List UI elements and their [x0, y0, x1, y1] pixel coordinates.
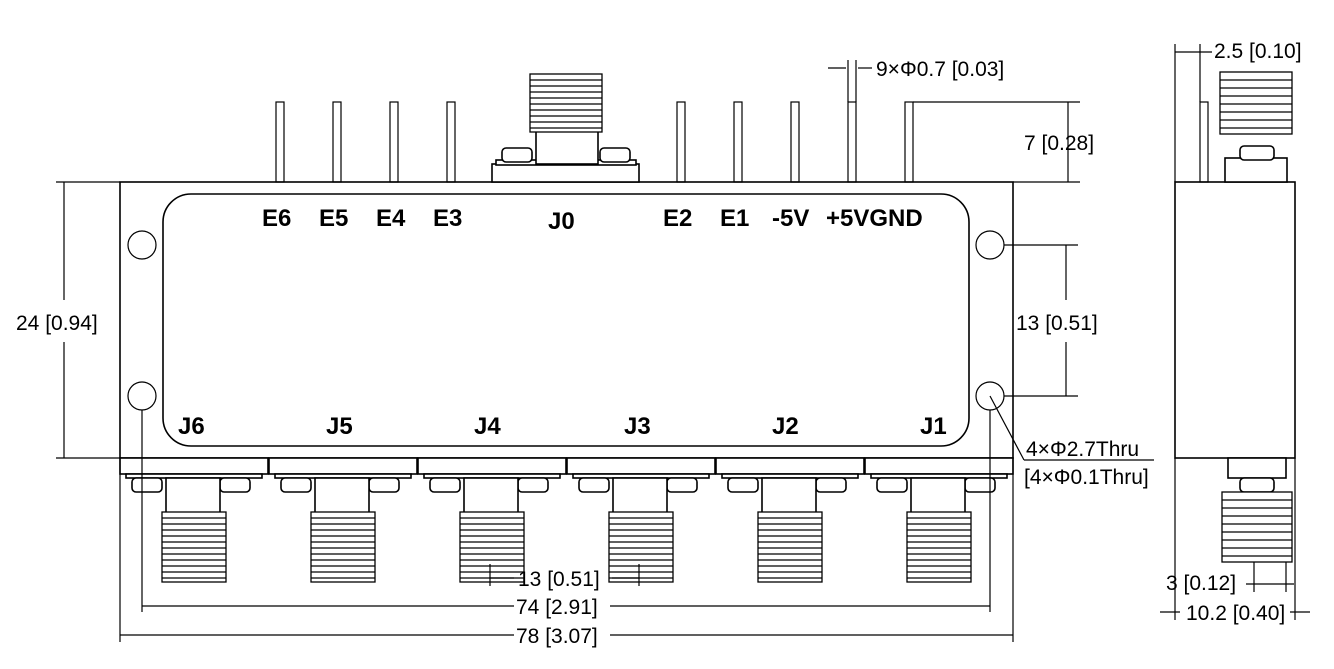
- dim-text-hole-dia-1: 4×Φ2.7Thru: [1026, 438, 1139, 461]
- dim-body-height: 24 [0.94]: [16, 181, 120, 459]
- connector-j0: [491, 73, 640, 183]
- port-label-j1: J1: [920, 413, 947, 440]
- connector-j2: [715, 457, 865, 583]
- dim-side-width: 10.2 [0.40]: [1160, 458, 1310, 625]
- dim-text-hole-pitch-h: 74 [2.91]: [516, 596, 598, 619]
- dim-side-offset: 2.5 [0.10]: [1174, 40, 1302, 182]
- dim-text-body-width: 78 [3.07]: [516, 625, 598, 648]
- dim-text-side-conn: 3 [0.12]: [1166, 572, 1236, 595]
- pins-top: [275, 101, 914, 183]
- dim-hole-pitch-vertical: 13 [0.51]: [1004, 244, 1098, 397]
- pin-label-pos5v-gnd: +5VGND: [826, 205, 923, 232]
- dim-body-width: 78 [3.07]: [119, 458, 1014, 648]
- dim-text-side-offset: 2.5 [0.10]: [1214, 40, 1302, 63]
- port-label-j4: J4: [474, 413, 501, 440]
- mounting-hole: [975, 230, 1005, 260]
- port-label-j3: J3: [624, 413, 651, 440]
- connector-j5: [268, 457, 418, 583]
- pin-label-j0: J0: [548, 208, 575, 235]
- connector-j1: [864, 457, 1014, 583]
- dim-text-hole-dia-2: [4×Φ0.1Thru]: [1024, 466, 1149, 489]
- port-label-j5: J5: [326, 413, 353, 440]
- dim-pin-height: 7 [0.28]: [913, 101, 1094, 183]
- pin-label-e2: E2: [663, 205, 692, 232]
- module-lid: [162, 193, 970, 447]
- dim-hole-diameter: 4×Φ2.7Thru [4×Φ0.1Thru]: [989, 395, 1154, 489]
- port-label-j6: J6: [178, 413, 205, 440]
- dim-text-body-height: 24 [0.94]: [16, 312, 98, 335]
- dim-text-port-pitch: 13 [0.51]: [518, 568, 600, 591]
- dim-pin-diameter: 9×Φ0.7 [0.03]: [828, 58, 1004, 102]
- dim-side-connector: 3 [0.12]: [1166, 562, 1294, 595]
- mounting-hole: [127, 381, 157, 411]
- pin-label-e1: E1: [720, 205, 749, 232]
- dim-port-pitch: 13 [0.51]: [489, 564, 640, 591]
- pin-label-e4: E4: [376, 205, 406, 232]
- pin-label-neg5v: -5V: [772, 205, 809, 232]
- side-body: [1174, 181, 1296, 459]
- dim-text-side-width: 10.2 [0.40]: [1186, 602, 1285, 625]
- pin-label-e5: E5: [319, 205, 348, 232]
- connector-j4: [417, 457, 567, 583]
- side-view: [1174, 71, 1296, 563]
- mounting-hole: [127, 230, 157, 260]
- dim-text-pin-dia: 9×Φ0.7 [0.03]: [876, 58, 1004, 81]
- dim-text-hole-pitch-v: 13 [0.51]: [1016, 312, 1098, 335]
- port-label-j2: J2: [772, 413, 799, 440]
- connector-j3: [566, 457, 716, 583]
- dim-hole-pitch-horizontal: 74 [2.91]: [141, 410, 991, 619]
- pin-label-e3: E3: [433, 205, 462, 232]
- dim-text-pin-height: 7 [0.28]: [1024, 132, 1094, 155]
- pin-label-e6: E6: [262, 205, 291, 232]
